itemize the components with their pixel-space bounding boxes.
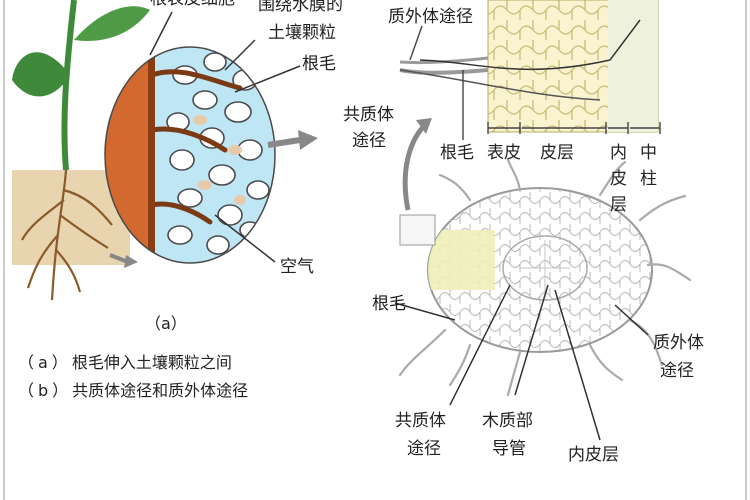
soil-lens	[104, 46, 276, 264]
label-endodermis-line1: 内	[610, 143, 627, 163]
transition-arrow	[402, 123, 427, 211]
label-symplast-top-line2: 途径	[352, 131, 386, 151]
caption-b: （b）共质体途径和质外体途径	[18, 380, 248, 402]
root-cross-section	[398, 158, 692, 397]
label-epidermis: 表皮	[487, 143, 521, 163]
caption-a-mark: （a）	[18, 353, 72, 372]
label-air: 空气	[280, 257, 314, 277]
zoom-arrow-a	[109, 253, 129, 264]
label-root-hair-a: 根毛	[302, 54, 336, 74]
zoom-arrow-b	[267, 137, 301, 148]
leader-lines-a	[149, 11, 301, 263]
panel-marker-a: （a）	[145, 314, 187, 333]
label-root-hair-b: 根毛	[372, 294, 406, 314]
label-symplast-top-line1: 共质体	[343, 105, 394, 125]
label-endodermis-b: 内皮层	[568, 445, 619, 465]
label-stele-line1: 中	[640, 143, 657, 163]
root-tissue-section	[399, 0, 661, 140]
label-cortex: 皮层	[540, 143, 574, 163]
caption-b-mark: （b）	[18, 381, 73, 400]
label-apoplast-b-line2: 途径	[660, 361, 694, 381]
label-apoplast-b-line1: 质外体	[653, 333, 704, 353]
label-water-film-line2: 土壤颗粒	[268, 23, 336, 43]
label-xylem-line2: 导管	[492, 439, 526, 459]
label-xylem-line1: 木质部	[482, 411, 533, 431]
label-stele-line2: 柱	[640, 169, 657, 189]
label-endodermis-line2: 皮	[610, 169, 627, 189]
leader-lines-b	[394, 284, 649, 441]
label-root-hair-cell: 根表皮细胞	[150, 0, 235, 10]
caption-a-text: 根毛伸入土壤颗粒之间	[71, 353, 232, 372]
caption-b-text: 共质体途径和质外体途径	[72, 381, 249, 400]
label-symplast-b-line2: 途径	[407, 439, 441, 459]
label-apoplast-top: 质外体途径	[388, 7, 473, 27]
plant-illustration	[12, 0, 150, 301]
label-root-hair-top: 根毛	[440, 143, 474, 163]
label-endodermis-line3: 层	[610, 195, 627, 215]
label-water-film-line1: 围绕水膜的	[258, 0, 343, 15]
label-symplast-b-line1: 共质体	[395, 411, 446, 431]
caption-a: （a）根毛伸入土壤颗粒之间	[18, 352, 232, 374]
